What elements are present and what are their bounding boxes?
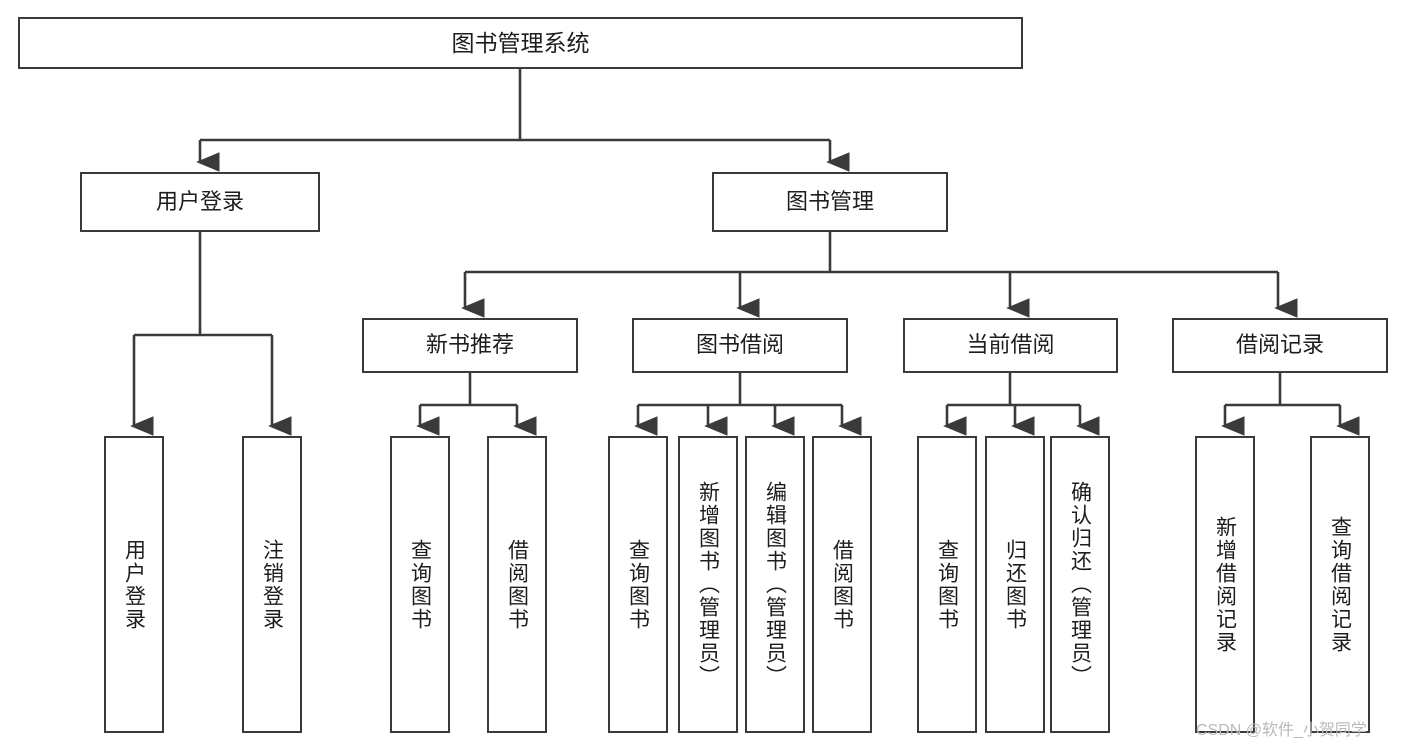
node-label: 查询图书 — [626, 538, 650, 631]
node-leaf-edit-book[interactable]: 编辑图书（管理员） — [745, 436, 805, 733]
node-label: 新增图书（管理员） — [696, 481, 720, 688]
node-book-borrow[interactable]: 图书借阅 — [632, 318, 848, 373]
node-label: 借阅图书 — [505, 538, 529, 631]
node-leaf-logout[interactable]: 注销登录 — [242, 436, 302, 733]
node-label: 图书借阅 — [695, 332, 784, 358]
node-leaf-return-book[interactable]: 归还图书 — [985, 436, 1045, 733]
node-label: 确认归还（管理员） — [1068, 481, 1092, 688]
node-current-borrow[interactable]: 当前借阅 — [903, 318, 1118, 373]
watermark: CSDN @软件_小贺同学 — [1196, 722, 1367, 739]
node-label: 用户登录 — [155, 188, 244, 214]
node-leaf-borrow-book-1[interactable]: 借阅图书 — [487, 436, 547, 733]
node-user-login[interactable]: 用户登录 — [80, 172, 320, 232]
node-label: 当前借阅 — [966, 332, 1055, 358]
node-label: 图书管理系统 — [451, 29, 590, 56]
node-label: 编辑图书（管理员） — [763, 481, 787, 688]
node-label: 注销登录 — [260, 538, 284, 631]
node-leaf-add-record[interactable]: 新增借阅记录 — [1195, 436, 1255, 733]
node-label: 借阅图书 — [830, 538, 854, 631]
node-label: 归还图书 — [1003, 538, 1027, 631]
node-borrow-record[interactable]: 借阅记录 — [1172, 318, 1388, 373]
node-label: 查询图书 — [935, 538, 959, 631]
node-leaf-borrow-book-2[interactable]: 借阅图书 — [812, 436, 872, 733]
node-book-manage[interactable]: 图书管理 — [712, 172, 948, 232]
node-leaf-query-book-3[interactable]: 查询图书 — [917, 436, 977, 733]
node-label: 新增借阅记录 — [1213, 515, 1237, 654]
node-label: 图书管理 — [785, 188, 874, 214]
node-label: 用户登录 — [122, 538, 146, 631]
node-leaf-query-record[interactable]: 查询借阅记录 — [1310, 436, 1370, 733]
node-label: 新书推荐 — [425, 332, 514, 358]
node-label: 查询借阅记录 — [1328, 515, 1352, 654]
node-root-system[interactable]: 图书管理系统 — [18, 17, 1023, 69]
node-leaf-add-book[interactable]: 新增图书（管理员） — [678, 436, 738, 733]
node-leaf-query-book-2[interactable]: 查询图书 — [608, 436, 668, 733]
node-leaf-confirm-return[interactable]: 确认归还（管理员） — [1050, 436, 1110, 733]
node-leaf-query-book-1[interactable]: 查询图书 — [390, 436, 450, 733]
node-label: 借阅记录 — [1235, 332, 1324, 358]
node-new-book-recommend[interactable]: 新书推荐 — [362, 318, 578, 373]
node-label: 查询图书 — [408, 538, 432, 631]
node-leaf-user-login[interactable]: 用户登录 — [104, 436, 164, 733]
